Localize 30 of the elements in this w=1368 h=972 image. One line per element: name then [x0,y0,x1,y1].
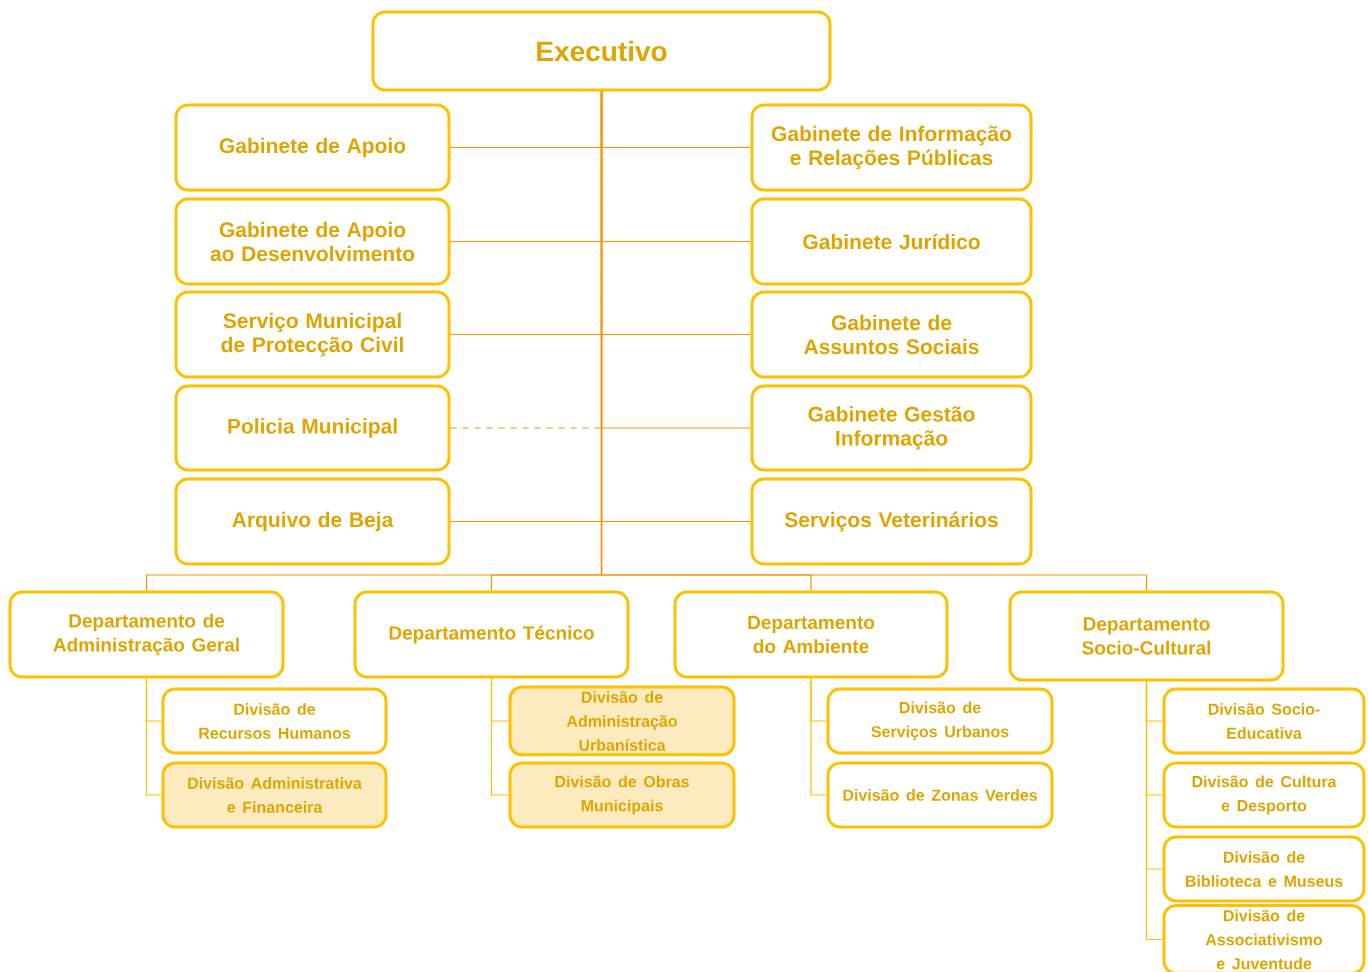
office-box: Gabinete de Apoio ao Desenvolvimento [174,197,451,286]
office-box: Gabinete de Assuntos Sociais [750,290,1033,379]
office-box: Gabinete Gestão Informação [750,384,1033,472]
department-box: Departamento do Ambiente [673,590,949,679]
office-box: Gabinete de Informação e Relações Públicas [750,103,1033,192]
division-box: Divisão Socio-Educativa [1162,687,1366,755]
connector-line [600,90,1148,592]
division-box: Divisão de Serviços Urbanos [826,687,1054,755]
division-box: Divisão de Cultura e Desporto [1162,761,1366,829]
division-box: Divisão Administrativa e Financeira [161,761,388,829]
connector-line [145,677,163,796]
department-box: Departamento de Administração Geral [8,590,285,679]
office-box: Arquivo de Beja [174,477,451,566]
division-box: Divisão de Administração Urbanística [508,685,736,757]
division-box: Divisão de Obras Municipais [508,761,736,829]
division-box: Divisão de Associativismo e Juventude [1162,904,1366,972]
connector-line [490,677,510,796]
office-box: Gabinete de Apoio [174,103,451,192]
division-box: Divisão de Recursos Humanos [161,687,388,755]
connector-line [810,677,828,796]
office-box: Policia Municipal [174,384,451,472]
division-box: Divisão de Zonas Verdes [826,761,1054,829]
office-box: Serviços Veterinários [750,477,1033,566]
division-box: Divisão de Biblioteca e Museus [1162,835,1366,903]
office-box: Gabinete Jurídico [750,197,1033,286]
office-box: Serviço Municipal de Protecção Civil [174,290,451,379]
department-box: Departamento Socio-Cultural [1008,590,1285,682]
department-box: Departamento Técnico [353,590,630,679]
connector-line [1145,680,1164,941]
executive-box: Executivo [371,10,832,92]
